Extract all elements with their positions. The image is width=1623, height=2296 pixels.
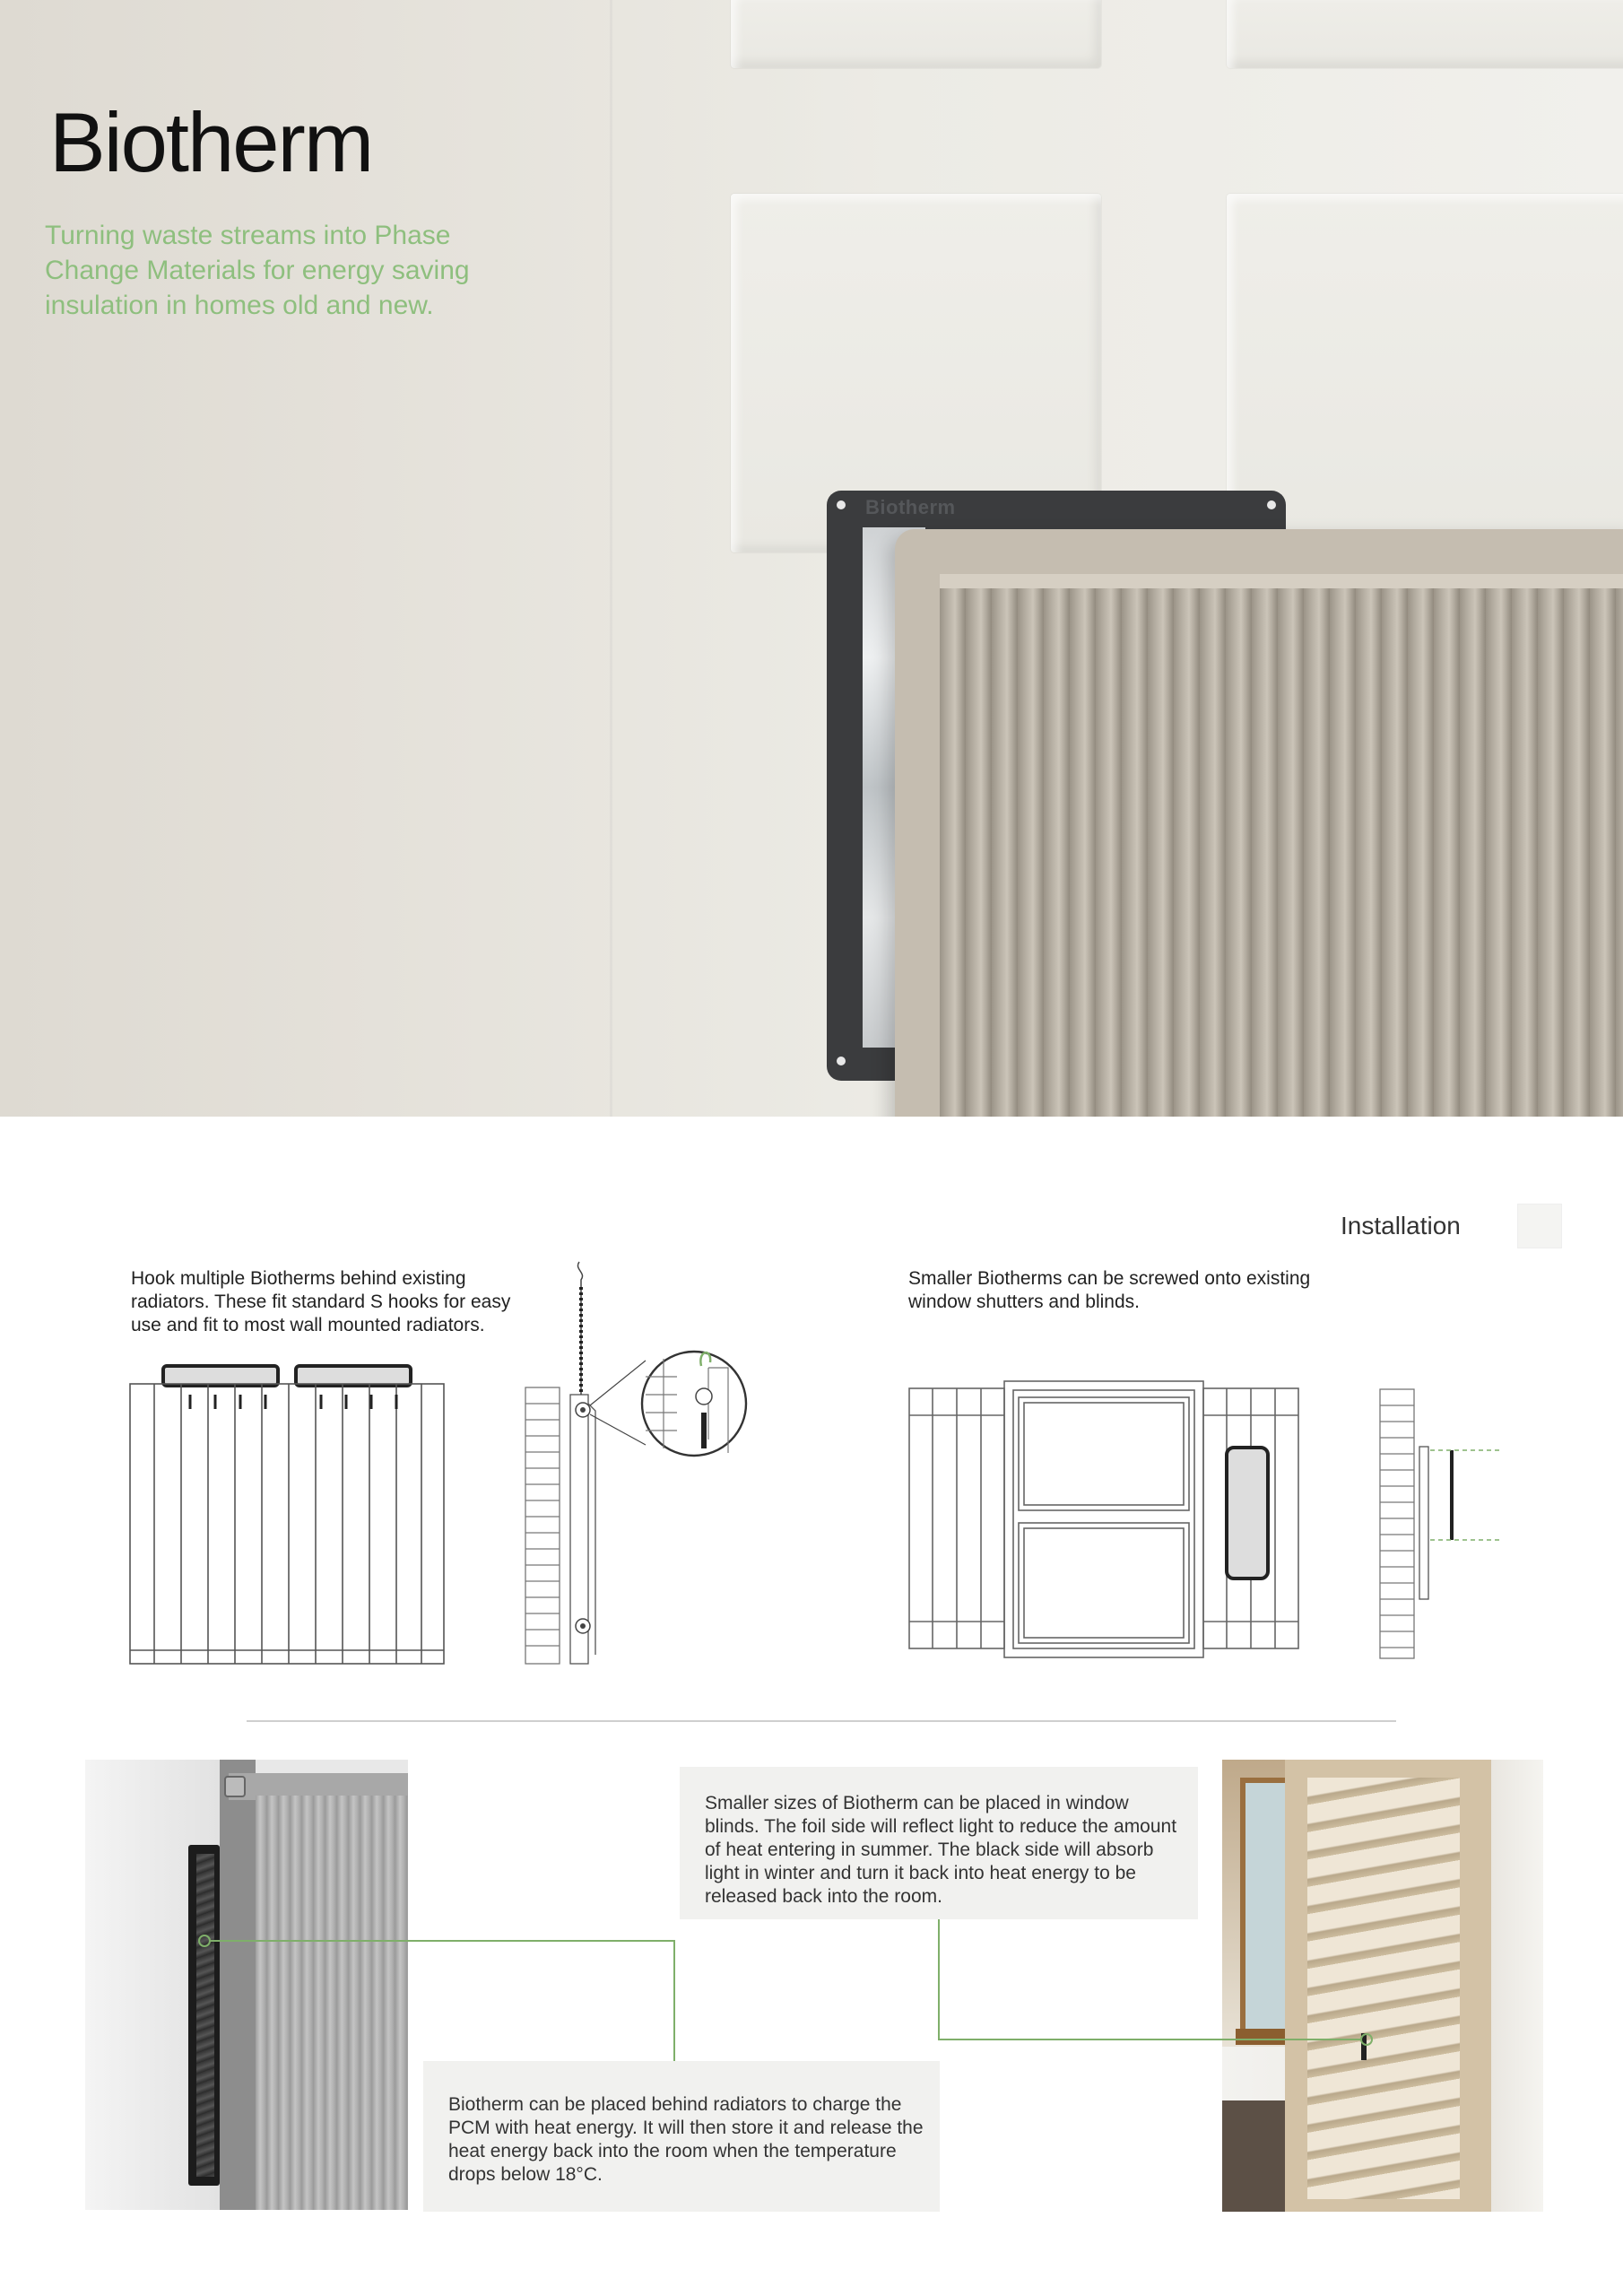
blinds-caption-box: Smaller sizes of Biotherm can be placed …	[680, 1767, 1198, 1919]
section-label: Installation	[1341, 1212, 1461, 1239]
plate-hole	[837, 500, 846, 509]
hook-instructions: Hook multiple Biotherms behind existing …	[131, 1268, 511, 1335]
window-shutters-diagram	[908, 1380, 1299, 1658]
radiator-side-section-diagram	[525, 1261, 748, 1665]
plate-hole	[837, 1057, 846, 1065]
page-title: Biotherm	[49, 95, 374, 189]
radiator-caption-box: Biotherm can be placed behind radiators …	[423, 2061, 940, 2212]
hero-image: Biotherm Biotherm Turning waste streams …	[0, 0, 1623, 1117]
radiator-fins	[940, 574, 1623, 1117]
radiator-front-diagram	[129, 1364, 445, 1665]
shutter-side-section-diagram	[1379, 1388, 1502, 1659]
shutter-instructions: Smaller Biotherms can be screwed onto ex…	[908, 1268, 1311, 1312]
wall-panel	[1227, 194, 1623, 552]
wall-seam	[610, 0, 612, 1117]
radiator-top-rail	[940, 574, 1623, 588]
wall-panel	[731, 0, 1101, 68]
plate-brand-label: Biotherm	[865, 496, 956, 518]
plate-hole	[1267, 500, 1276, 509]
label-swatch	[1517, 1204, 1562, 1248]
section-divider	[247, 1720, 1396, 1722]
blinds-caption-text: Smaller sizes of Biotherm can be placed …	[705, 1793, 1177, 1907]
radiator-photo	[85, 1760, 408, 2210]
wall-panel	[1227, 0, 1623, 68]
window-blinds-photo	[1222, 1760, 1543, 2212]
radiator-caption-text: Biotherm can be placed behind radiators …	[448, 2094, 924, 2185]
page-subtitle: Turning waste streams into Phase Change …	[45, 221, 470, 320]
